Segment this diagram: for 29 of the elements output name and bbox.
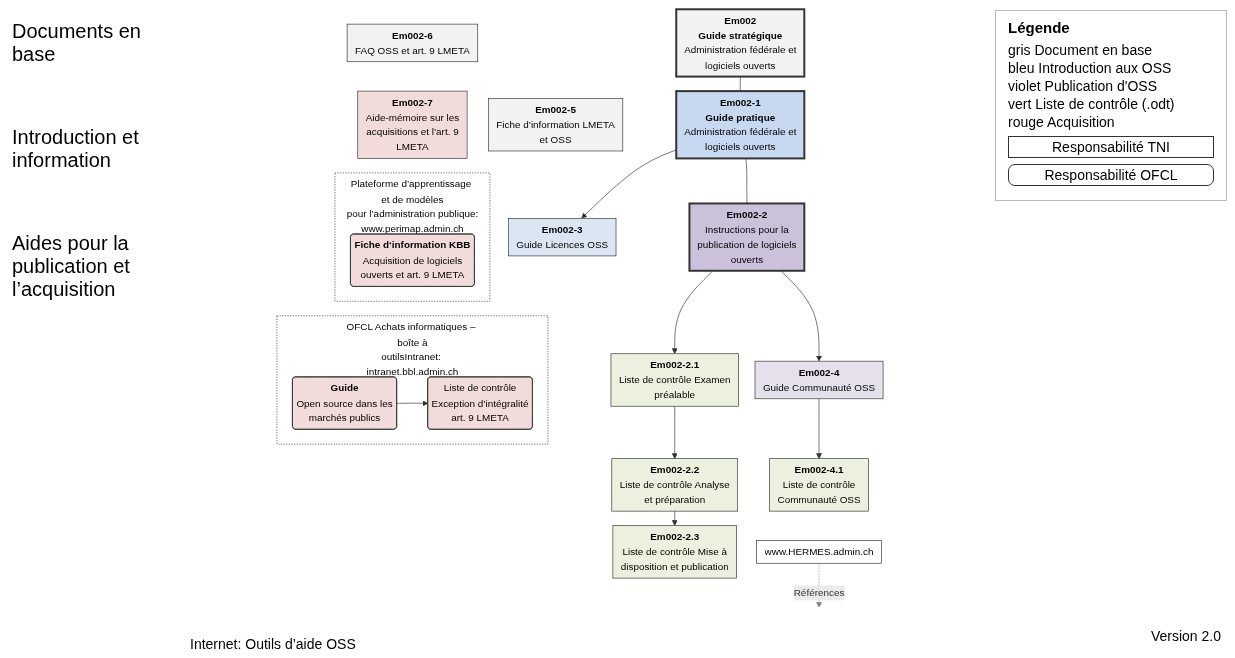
node-box: Em002-2.1 Liste de contrôle Examen préalable	[610, 353, 739, 407]
node-box: Em002-7 Aide-mémoire sur les acquisitions et l’art. 9 LMETA	[357, 90, 468, 159]
node-box: Em002-2.2 Liste de contrôle Analyse et préparation	[611, 458, 738, 512]
connector	[745, 158, 748, 204]
legend-entry: rouge Acquisition	[1008, 114, 1116, 130]
node-box: Em002-6 FAQ OSS et art. 9 LMETA	[346, 23, 479, 63]
legend-entry: bleu Introduction aux OSS	[1008, 60, 1173, 76]
node-box: Em002-1 Guide pratique Administration fédérale et logiciels ouverts	[675, 90, 806, 160]
footer-note: Internet: Outils d’aide OSS	[190, 636, 356, 652]
legend-entry: gris Document en base	[1008, 42, 1153, 58]
node-box: Em002-4 Guide Communauté OSS	[754, 360, 884, 400]
node-box: Em002 Guide stratégique Administration fédérale et logiciels ouverts	[675, 8, 806, 78]
node-box: Em002-2.3 Liste de contrôle Mise à disposition et publication	[612, 525, 737, 579]
node-box: www.HERMES.admin.ch	[756, 540, 882, 564]
node-box: Em002-4.1 Liste de contrôle Communauté OSS	[769, 458, 869, 512]
legend-title: Légende	[1008, 19, 1071, 36]
legend-sample-box: Responsabilité TNI	[1008, 136, 1214, 158]
row-label: Introduction et information	[12, 126, 140, 172]
connector	[739, 76, 741, 92]
node-box: Em002-3 Guide Licences OSS	[507, 217, 617, 257]
edge-label: Références	[793, 586, 845, 598]
legend-entry: vert Liste de contrôle (.odt)	[1008, 96, 1176, 112]
row-label: Aides pour la publication et l’acquisition	[12, 232, 131, 301]
node-box: Em002-5 Fiche d’information LMETA et OSS	[488, 98, 624, 152]
row-label: Documents en base	[12, 20, 142, 66]
legend-entry: violet Publication d'OSS	[1008, 78, 1158, 94]
version-label: Version 2.0	[1150, 628, 1221, 644]
node-box: Em002-2 Instructions pour la publication de logiciels ouverts	[688, 202, 806, 272]
legend-sample-box: Responsabilité OFCL	[1008, 164, 1214, 186]
